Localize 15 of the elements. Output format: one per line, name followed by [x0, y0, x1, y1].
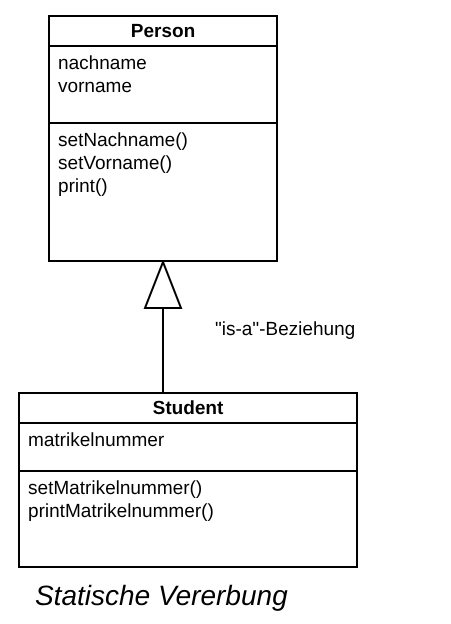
caption: Statische Vererbung — [35, 580, 288, 612]
class-member: printMatrikelnummer() — [28, 500, 214, 523]
class-name: Person — [130, 21, 196, 42]
edge-label: "is-a"-Beziehung — [215, 319, 356, 341]
class-member: setNachname() — [58, 129, 188, 152]
class-member: nachname — [58, 52, 147, 75]
class-name: Student — [152, 398, 224, 419]
class-member: setMatrikelnummer() — [28, 477, 202, 500]
inheritance-arrow — [144, 261, 182, 392]
class-member: setVorname() — [58, 152, 172, 175]
class-member: vorname — [58, 75, 132, 98]
class-box — [48, 15, 278, 262]
class-member: matrikelnummer — [28, 429, 164, 452]
class-member: print() — [58, 175, 108, 198]
class-box — [18, 392, 358, 568]
